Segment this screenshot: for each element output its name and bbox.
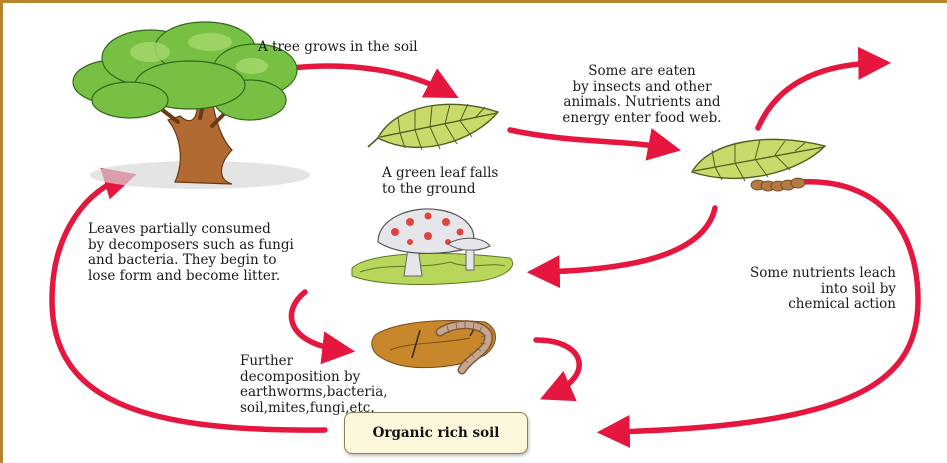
arrow-up-out-food-web: [758, 63, 878, 128]
label-further-decomposition: Further decomposition by earthworms,bact…: [240, 354, 388, 416]
label-tree: A tree grows in the soil: [258, 40, 418, 56]
mushroom-icon: [352, 209, 513, 285]
label-eaten: Some are eaten by insects and other anim…: [532, 64, 752, 126]
label-leaf-fall: A green leaf falls to the ground: [382, 166, 498, 197]
green-leaf-icon: [368, 104, 498, 150]
arrow-to-mushroom: [540, 208, 715, 272]
leaf-with-caterpillar-icon: [692, 139, 825, 191]
label-leach: Some nutrients leach into soil by chemic…: [690, 266, 896, 313]
soil-label: Organic rich soil: [373, 425, 500, 441]
arrow-leaf-to-insect-leaf: [510, 130, 668, 148]
worm-soil-icon: [372, 321, 496, 370]
arrow-litter-to-worms: [291, 292, 342, 350]
label-partial-consumption: Leaves partially consumed by decomposers…: [88, 222, 294, 284]
arrow-worms-to-soil: [536, 340, 579, 394]
organic-soil-box: Organic rich soil: [344, 412, 528, 454]
arrow-tree-to-leaf: [292, 66, 447, 92]
